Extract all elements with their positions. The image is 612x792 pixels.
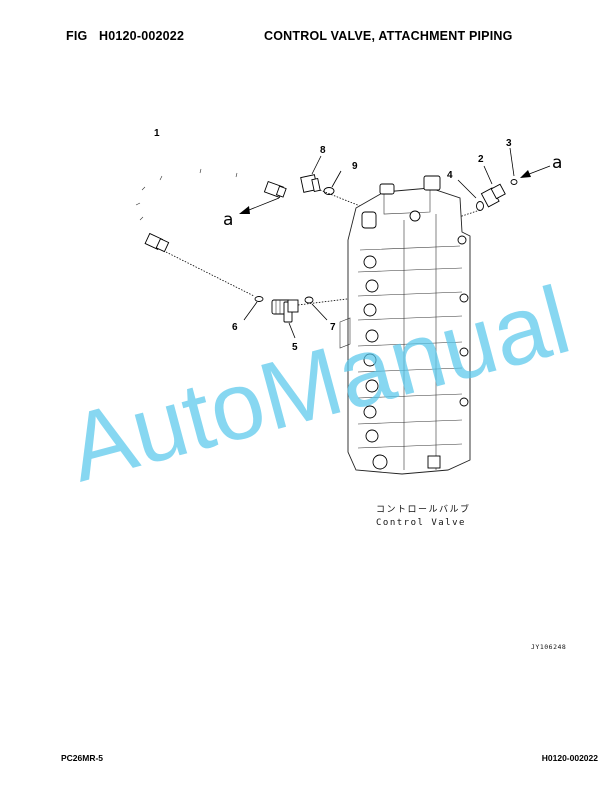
flow-mark-a-right: a xyxy=(552,153,562,173)
callout-3: 3 xyxy=(506,138,512,149)
o-ring-7 xyxy=(304,296,314,304)
caption-english: Control Valve xyxy=(376,518,466,528)
plug-8 xyxy=(300,174,321,193)
footer-model: PC26MR-5 xyxy=(61,753,104,763)
control-valve-body xyxy=(339,175,471,475)
o-ring-4 xyxy=(476,201,484,211)
o-ring-6 xyxy=(254,296,264,302)
callout-6: 6 xyxy=(232,322,238,333)
page-title: CONTROL VALVE, ATTACHMENT PIPING xyxy=(264,29,513,43)
caption-japanese: コントロールバルブ xyxy=(376,503,471,515)
callout-8: 8 xyxy=(320,145,326,156)
watermark: AutoManual xyxy=(58,266,581,502)
callout-4: 4 xyxy=(447,170,453,181)
callout-9: 9 xyxy=(352,161,358,172)
drawing-reference: JY106248 xyxy=(531,643,566,651)
callout-5: 5 xyxy=(292,342,298,353)
callout-1: 1 xyxy=(154,128,160,139)
elbow-fitting-5 xyxy=(271,299,299,323)
hose-end-fitting-upper xyxy=(263,180,287,198)
hose-part xyxy=(132,168,287,253)
figure-number: H0120-002022 xyxy=(99,29,185,43)
adapter-2 xyxy=(480,183,506,208)
flow-arrow-right xyxy=(520,165,551,178)
fig-label: FIG xyxy=(66,29,88,43)
callout-7: 7 xyxy=(330,322,336,333)
o-ring-3 xyxy=(510,179,518,185)
callout-2: 2 xyxy=(478,154,484,165)
flow-mark-a-left: a xyxy=(223,210,233,230)
footer-figure-number: H0120-002022 xyxy=(541,753,598,763)
flow-arrow-left xyxy=(239,197,280,214)
valve-ports xyxy=(363,235,469,470)
hose-end-fitting-lower xyxy=(144,232,170,253)
